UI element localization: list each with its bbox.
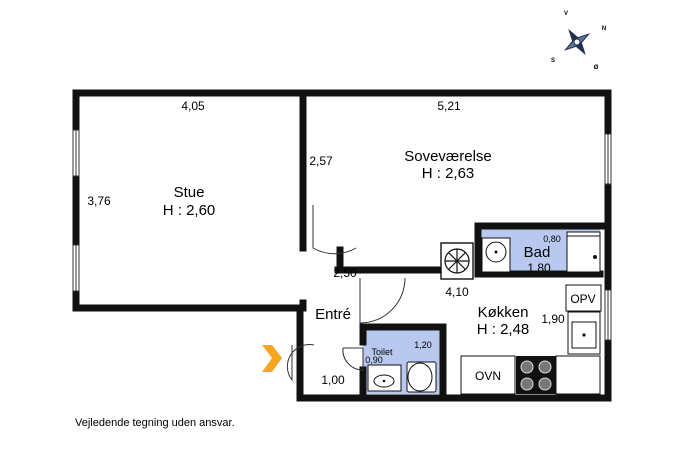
kokken-height: H : 2,48 <box>477 321 530 338</box>
opv-label: OPV <box>570 292 595 306</box>
bad-label: Bad <box>524 244 551 261</box>
bad-width-label: 0,80 <box>543 234 561 244</box>
toilet-depth-label: 1,20 <box>414 340 432 350</box>
windows <box>72 129 612 341</box>
sovevaerelse-height: H : 2,63 <box>422 165 475 182</box>
toilet-width-label: 0,90 <box>365 355 383 365</box>
disclaimer-text: Vejledende tegning uden ansvar. <box>75 417 235 429</box>
entre-width-label: 2,50 <box>333 266 357 280</box>
stue-label: Stue <box>174 184 205 201</box>
compass-east-label: Ø <box>594 65 599 71</box>
shower-icon <box>566 231 601 273</box>
stove-icon <box>516 356 556 394</box>
ovn-label: OVN <box>475 369 501 383</box>
bathroom-sink-icon <box>481 237 511 273</box>
counter-icon <box>555 355 601 395</box>
oven-icon <box>460 355 516 395</box>
walls <box>72 89 612 402</box>
sove-depth-label: 2,57 <box>309 154 333 168</box>
entre-label: Entré <box>315 306 351 323</box>
bad-depth-label: 1,80 <box>527 261 551 275</box>
kokken-label: Køkken <box>478 304 529 321</box>
compass-west-label: V <box>564 11 568 17</box>
kokken-width-label: 4,10 <box>445 285 469 299</box>
compass-icon: N S Ø V <box>551 11 606 71</box>
sove-width-label: 5,21 <box>437 99 461 113</box>
sovevaerelse-label: Soveværelse <box>404 148 492 165</box>
stue-depth-label: 3,76 <box>87 194 111 208</box>
kitchen-sink-icon <box>567 311 601 355</box>
compass-south-label: S <box>551 58 555 64</box>
stue-height: H : 2,60 <box>163 202 216 219</box>
toilet-sink-icon <box>367 364 402 392</box>
kokken-depth-label: 1,90 <box>541 312 565 326</box>
doors <box>286 205 406 382</box>
compass-north-label: N <box>602 26 606 32</box>
toilet-bowl-icon <box>406 361 437 393</box>
entrance-width-label: 1,00 <box>321 373 345 387</box>
fridge-icon <box>565 284 602 312</box>
ventilation-fan-icon <box>440 242 474 280</box>
stue-width-label: 4,05 <box>181 99 205 113</box>
toilet-label: Toilet <box>371 347 393 357</box>
entrance-arrow <box>262 345 282 372</box>
